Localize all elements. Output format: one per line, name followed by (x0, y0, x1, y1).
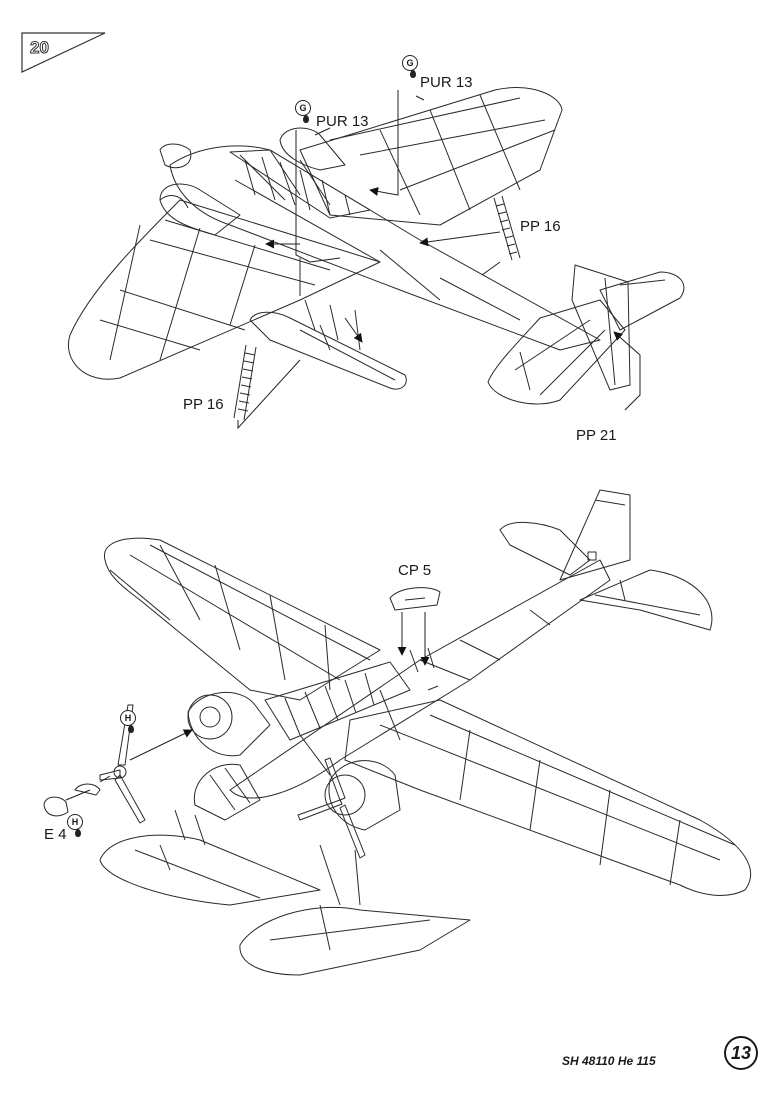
horizontal-stabilizer-top (579, 569, 713, 631)
paint-code-g-icon: G (402, 55, 418, 71)
callout-pp16: PP 16 (520, 218, 561, 235)
ladder-pp16-right (493, 195, 521, 261)
horizontal-stabilizer (487, 299, 626, 405)
engine-nacelle-right-top (328, 760, 401, 831)
callout-pp16: PP 16 (183, 396, 224, 413)
paint-code-h-icon: H (67, 814, 83, 830)
wing-left-outline (104, 537, 381, 701)
canopy-top (264, 661, 411, 741)
fin-top (559, 489, 631, 581)
leader-lines-top (237, 90, 641, 430)
spinner-cap (74, 783, 101, 796)
page-number: 13 (724, 1036, 758, 1070)
engine-front-left (187, 694, 233, 740)
tail-stabilizer-right (599, 271, 685, 331)
fin-rudder (571, 264, 631, 391)
float-struts (174, 809, 361, 906)
aircraft-underside-view (68, 87, 685, 405)
paint-drop-icon (128, 725, 134, 733)
engine-front-right (324, 774, 366, 816)
callout-pp21: PP 21 (576, 427, 617, 444)
canopy-frames (229, 149, 371, 219)
spinner-e4 (43, 796, 69, 817)
aircraft-top-view (43, 489, 752, 976)
callout-pur13: PUR 13 (316, 113, 369, 130)
engine-nacelle-left-top (187, 691, 271, 757)
left-wing-outline (68, 199, 381, 380)
nose-glazing (193, 763, 261, 821)
fuselage-top-outline (229, 559, 611, 799)
propeller-right (297, 757, 366, 859)
callout-cp5: CP 5 (398, 562, 432, 579)
paint-drop-icon (75, 829, 81, 837)
step-badge (21, 32, 106, 73)
paint-code-h-icon: H (120, 710, 136, 726)
product-code: SH 48110 He 115 (562, 1054, 656, 1068)
float-left-top (99, 834, 321, 906)
leader-lines-bottom (65, 612, 430, 801)
float-right-top (239, 906, 471, 976)
callout-pur13: PUR 13 (420, 74, 473, 91)
right-wing-outline (299, 87, 563, 226)
paint-code-g-icon: G (295, 100, 311, 116)
engine-nacelle-left (159, 183, 241, 236)
paint-drop-icon (303, 115, 309, 123)
callout-e4: E 4 (44, 826, 67, 843)
ladder-pp16-left (233, 344, 257, 421)
canopy-part-cp5 (389, 587, 441, 611)
step-number: 20 (30, 38, 50, 58)
fuselage-outline (169, 145, 601, 351)
engine-nacelle-right (279, 127, 346, 171)
float-strut-left (304, 299, 361, 351)
wing-right-outline (344, 699, 752, 896)
tail-left-stabilizer (499, 521, 591, 576)
float-left (249, 311, 407, 390)
paint-drop-icon (410, 70, 416, 78)
